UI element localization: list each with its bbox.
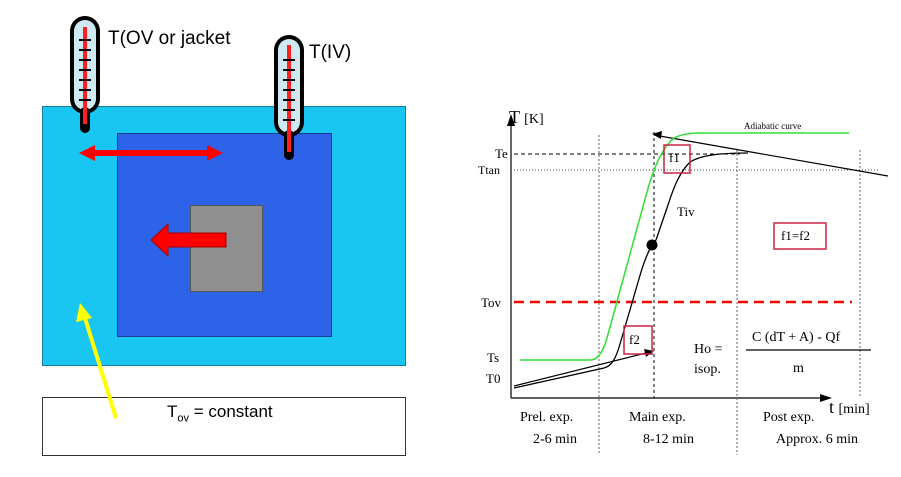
adiabatic-curve xyxy=(520,132,849,361)
phase-post-line2: Approx. 6 min xyxy=(776,432,859,447)
f1-label: f1 xyxy=(669,150,680,165)
caption-text: Tov = constant xyxy=(167,402,273,424)
formula-denominator: m xyxy=(793,361,804,376)
y-axis-symbol: T xyxy=(509,107,520,127)
tick-te: Te xyxy=(495,146,508,161)
sample-heat-arrow xyxy=(150,222,227,258)
formula-lhs-1: Ho = xyxy=(694,342,723,357)
post-tangent-arrowhead xyxy=(652,131,662,139)
tiv-label: Tiv xyxy=(677,204,695,219)
thermometer-iv-label: T(IV) xyxy=(309,42,352,63)
phase-dividers xyxy=(598,132,861,455)
x-axis-label: t [min] xyxy=(829,397,870,418)
y-axis-unit: [K] xyxy=(524,112,544,127)
f2-label: f2 xyxy=(629,332,640,347)
phase-main-line1: Main exp. xyxy=(629,410,686,425)
equality-label: f1=f2 xyxy=(781,228,810,243)
caption-rest: = constant xyxy=(189,402,273,421)
post-tangent-line xyxy=(653,134,889,177)
tiv-curve xyxy=(513,152,749,389)
phase-post-line1: Post exp. xyxy=(763,410,815,425)
caption-subscript: ov xyxy=(177,412,190,425)
tick-t0: T0 xyxy=(486,371,501,386)
formula-lhs-2: isop. xyxy=(694,362,721,377)
tick-tov: Tov xyxy=(481,295,502,310)
pre-tangent-line xyxy=(513,351,651,387)
caption-t: T xyxy=(167,402,178,421)
thermometer-ov-label: T(OV or jacket xyxy=(108,28,231,49)
f1-box xyxy=(663,144,691,174)
f2-box xyxy=(623,325,653,355)
heat-exchange-double-arrow xyxy=(79,145,223,161)
thermometer-iv-icon xyxy=(274,35,304,160)
formula-numerator: C (dT + A) - Qf xyxy=(752,330,841,345)
caption-box xyxy=(42,397,406,456)
tick-ts: Ts xyxy=(487,350,500,365)
x-axis-symbol: t xyxy=(829,397,835,417)
graph-axes xyxy=(507,114,832,402)
sample-block xyxy=(190,205,263,292)
adiabatic-label: Adiabatic curve xyxy=(744,121,802,131)
yellow-pointer-arrow xyxy=(76,303,118,419)
phase-prel-line1: Prel. exp. xyxy=(520,410,574,425)
phase-main-line2: 8-12 min xyxy=(643,432,694,447)
y-axis-label: T [K] xyxy=(509,107,544,128)
phase-prel-line2: 2-6 min xyxy=(533,432,577,447)
thermometer-ov-icon xyxy=(70,16,100,133)
equality-box xyxy=(773,222,827,250)
x-axis-unit: [min] xyxy=(838,402,870,417)
midpoint-dot xyxy=(646,239,658,251)
tick-ttan: Ttan xyxy=(478,163,500,177)
